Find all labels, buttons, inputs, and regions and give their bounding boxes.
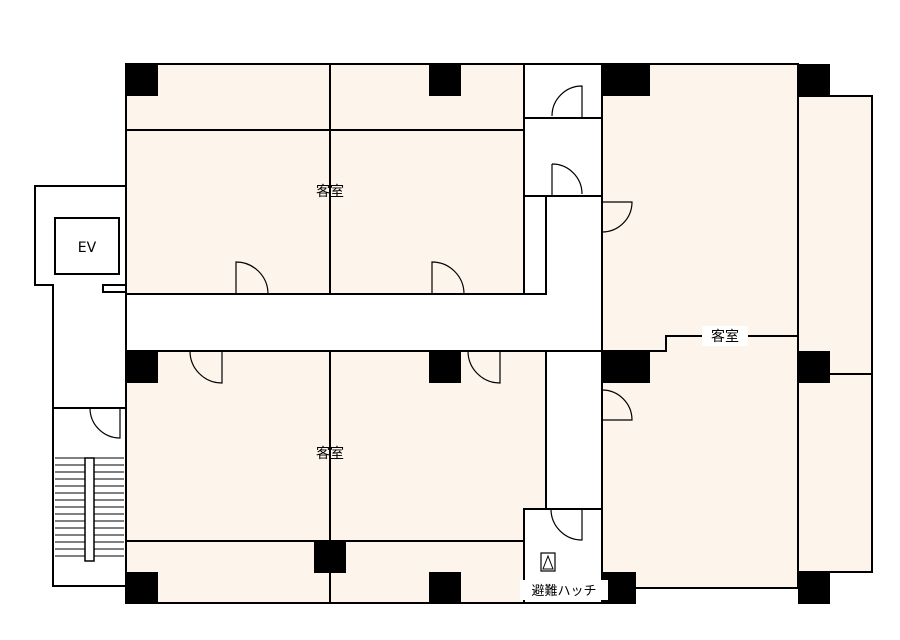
column: [126, 572, 158, 604]
room-label-top: 客室: [316, 183, 344, 200]
hatch-icon: [540, 552, 556, 572]
structural-columns: [126, 64, 830, 604]
room-bottom-strip-left: [125, 540, 331, 604]
room-bottom-strip-right: [329, 540, 525, 604]
column: [429, 572, 461, 604]
column: [798, 351, 830, 383]
room-top-strip-left: [125, 63, 331, 131]
door-swing: [601, 389, 633, 421]
door-swing: [467, 350, 501, 384]
door-swing: [550, 508, 583, 541]
column: [314, 541, 346, 573]
room-label-right-bg: [702, 326, 748, 346]
hatch-triangle-icon: [542, 554, 554, 570]
elevator-car: [54, 217, 120, 275]
room-top-strip-right: [329, 63, 525, 131]
door-swing: [189, 350, 223, 384]
doors: [89, 85, 633, 541]
staircase: [55, 457, 124, 562]
guest-room-top-a: [125, 129, 331, 295]
column: [429, 351, 461, 383]
evacuation-hatch: 避難ハッチ: [520, 552, 608, 600]
guest-room-bottom-a: [125, 350, 331, 542]
guest-room-top-b: [329, 129, 525, 295]
column: [429, 64, 461, 96]
column: [798, 572, 830, 604]
utility-room-2: [523, 117, 603, 197]
door-swing: [89, 407, 121, 439]
room-label-bottom: 客室: [316, 445, 344, 462]
door-swing: [601, 201, 633, 233]
column: [126, 64, 158, 96]
corridor-south: [545, 350, 603, 510]
column: [602, 351, 650, 383]
balcony-upper: [797, 95, 873, 375]
balcony-lower: [797, 373, 873, 573]
door-swing: [551, 163, 583, 196]
door-swing: [235, 261, 269, 295]
utility-room-1: [523, 63, 603, 119]
stair-handrail: [84, 457, 95, 562]
column: [602, 64, 650, 96]
column: [798, 64, 830, 96]
door-swing: [551, 85, 583, 118]
hatch-label-bg: [520, 580, 608, 600]
hatch-label: 避難ハッチ: [531, 584, 596, 599]
room-label-right: 客室: [711, 328, 739, 345]
column: [126, 351, 158, 383]
elevator-label: EV: [78, 240, 97, 256]
door-swing: [431, 261, 465, 295]
elevator: EV: [54, 217, 120, 275]
